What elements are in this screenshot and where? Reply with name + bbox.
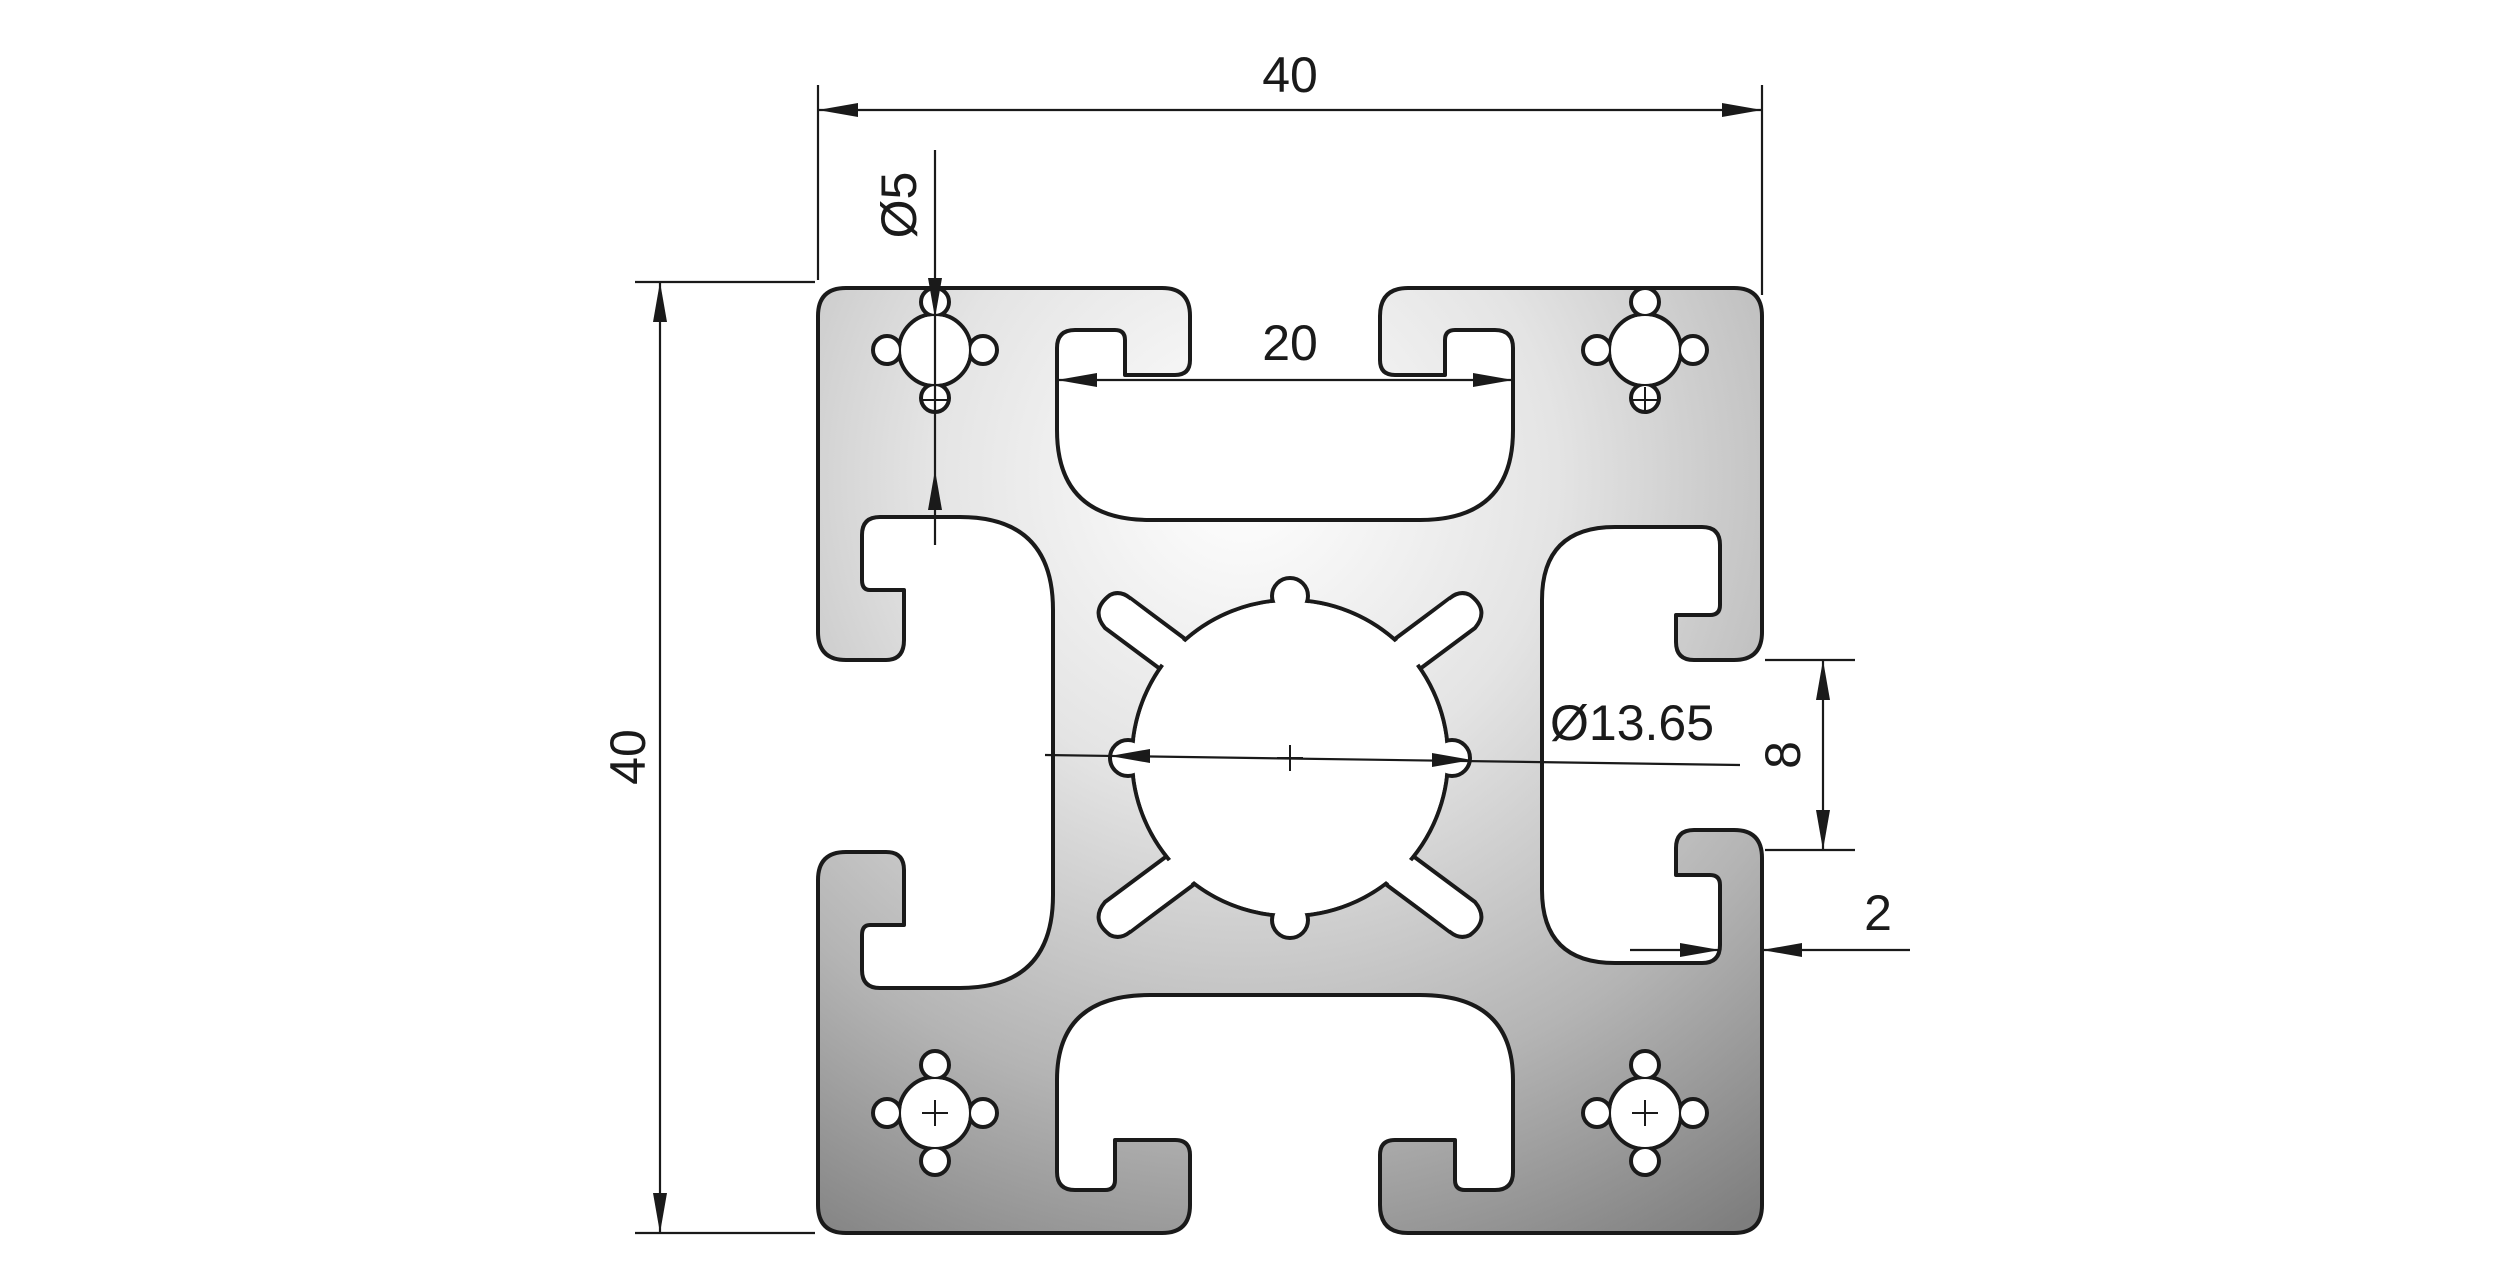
profile-cross-section — [816, 286, 1764, 1235]
height-label: 40 — [600, 729, 656, 785]
center-bore-label: Ø13.65 — [1550, 695, 1714, 751]
slot-width-label: 20 — [1262, 315, 1318, 371]
wall-thickness-label: 2 — [1864, 885, 1892, 941]
corner-hole-lobes — [871, 286, 1709, 1177]
dimension-width: 40 — [816, 47, 1764, 295]
dimension-wall-thickness: 2 — [1630, 885, 1910, 957]
dimension-hole-diameter: Ø5 — [871, 150, 942, 545]
width-label: 40 — [1262, 47, 1318, 103]
slot-opening-label: 8 — [1755, 741, 1811, 769]
dimension-slot-opening: 8 — [1755, 658, 1855, 852]
dimension-height: 40 — [600, 280, 815, 1235]
dimension-slot-width: 20 — [1057, 315, 1513, 387]
dimension-center-bore: Ø13.65 — [1044, 695, 1741, 767]
hole-diameter-label: Ø5 — [871, 172, 927, 239]
